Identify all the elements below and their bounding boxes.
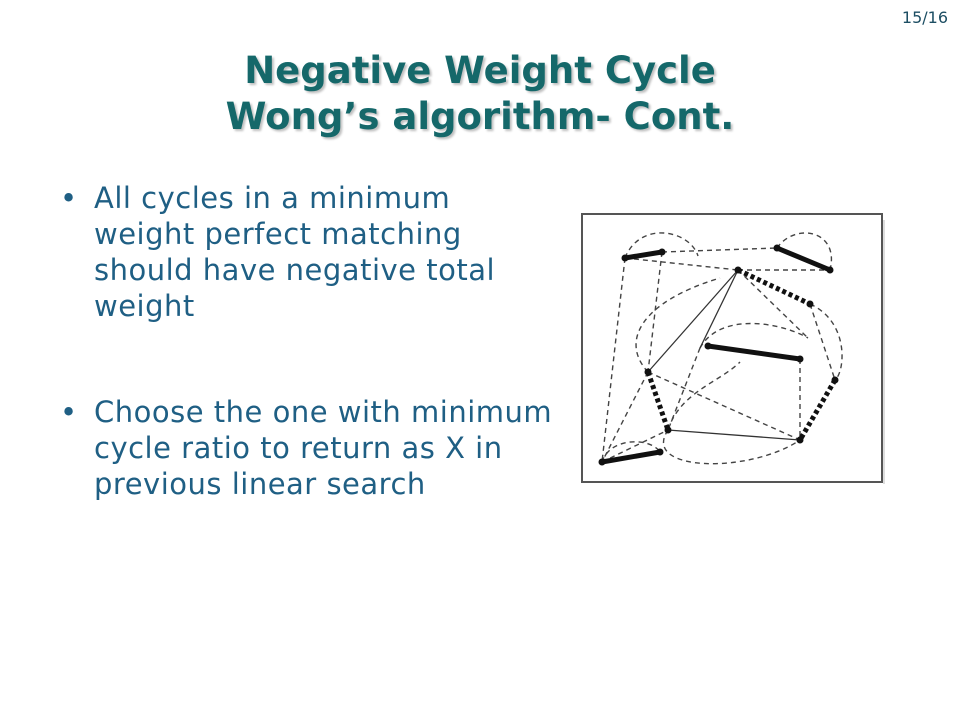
slide-title-line-2: Wong’s algorithm- Cont. bbox=[225, 95, 735, 138]
dashed-arc bbox=[809, 303, 843, 381]
dashed-edge bbox=[809, 303, 836, 381]
bullet-text: All cycles in a minimum weight perfect m… bbox=[94, 181, 496, 323]
bullet-text: Choose the one with minimum cycle ratio … bbox=[94, 395, 553, 501]
dashed-arc bbox=[662, 429, 801, 465]
solid-edge bbox=[699, 269, 739, 349]
bold-dashed-edge bbox=[736, 267, 812, 307]
bold-dashed-edges bbox=[645, 267, 838, 442]
dashed-edges bbox=[601, 232, 843, 465]
dashed-edge bbox=[624, 257, 739, 271]
graph-vertices bbox=[598, 244, 839, 466]
vertex bbox=[773, 244, 781, 252]
vertex bbox=[796, 355, 804, 363]
vertex bbox=[658, 248, 666, 256]
matching-edge bbox=[622, 249, 665, 261]
dashed-edge bbox=[667, 347, 701, 431]
matching-edge bbox=[705, 343, 803, 362]
dashed-arc bbox=[635, 277, 721, 373]
matching-edges bbox=[599, 245, 833, 465]
vertex bbox=[734, 266, 742, 274]
bullet-dot-icon: • bbox=[60, 181, 78, 215]
dashed-edge bbox=[647, 371, 801, 441]
matching-graph-figure bbox=[581, 213, 885, 484]
dashed-edge bbox=[661, 247, 778, 253]
dashed-arc bbox=[776, 232, 833, 271]
vertex bbox=[831, 376, 839, 384]
solid-edge bbox=[647, 269, 739, 373]
slide-title: Negative Weight Cycle Wong’s algorithm- … bbox=[0, 48, 960, 140]
bullet-item: • Choose the one with minimum cycle rati… bbox=[58, 394, 558, 502]
dashed-arc bbox=[601, 441, 661, 463]
dashed-edge bbox=[601, 371, 649, 463]
matching-edge bbox=[774, 245, 833, 273]
bullet-item: • All cycles in a minimum weight perfect… bbox=[58, 180, 558, 324]
bold-dashed-edge bbox=[645, 371, 671, 431]
vertex bbox=[806, 300, 814, 308]
dashed-edge bbox=[601, 257, 626, 463]
bullet-list: • All cycles in a minimum weight perfect… bbox=[58, 180, 558, 502]
dashed-arc bbox=[624, 232, 699, 259]
solid-edge bbox=[667, 429, 801, 441]
vertex bbox=[656, 448, 664, 456]
bullet-dot-icon: • bbox=[60, 395, 78, 429]
vertex bbox=[598, 458, 606, 466]
slide-number: 15/16 bbox=[901, 8, 948, 27]
dashed-edge bbox=[601, 429, 669, 463]
vertex bbox=[704, 342, 712, 350]
vertex bbox=[664, 426, 672, 434]
dashed-arc bbox=[699, 322, 809, 349]
dashed-edge bbox=[737, 269, 809, 339]
vertex bbox=[796, 436, 804, 444]
vertex bbox=[644, 368, 652, 376]
dashed-edge bbox=[647, 251, 663, 373]
bold-dashed-edge bbox=[797, 378, 838, 442]
vertex bbox=[826, 266, 834, 274]
matching-edge bbox=[599, 449, 663, 465]
slide-title-line-1: Negative Weight Cycle bbox=[244, 49, 716, 92]
thin-solid-edges bbox=[647, 269, 801, 441]
vertex bbox=[621, 254, 629, 262]
